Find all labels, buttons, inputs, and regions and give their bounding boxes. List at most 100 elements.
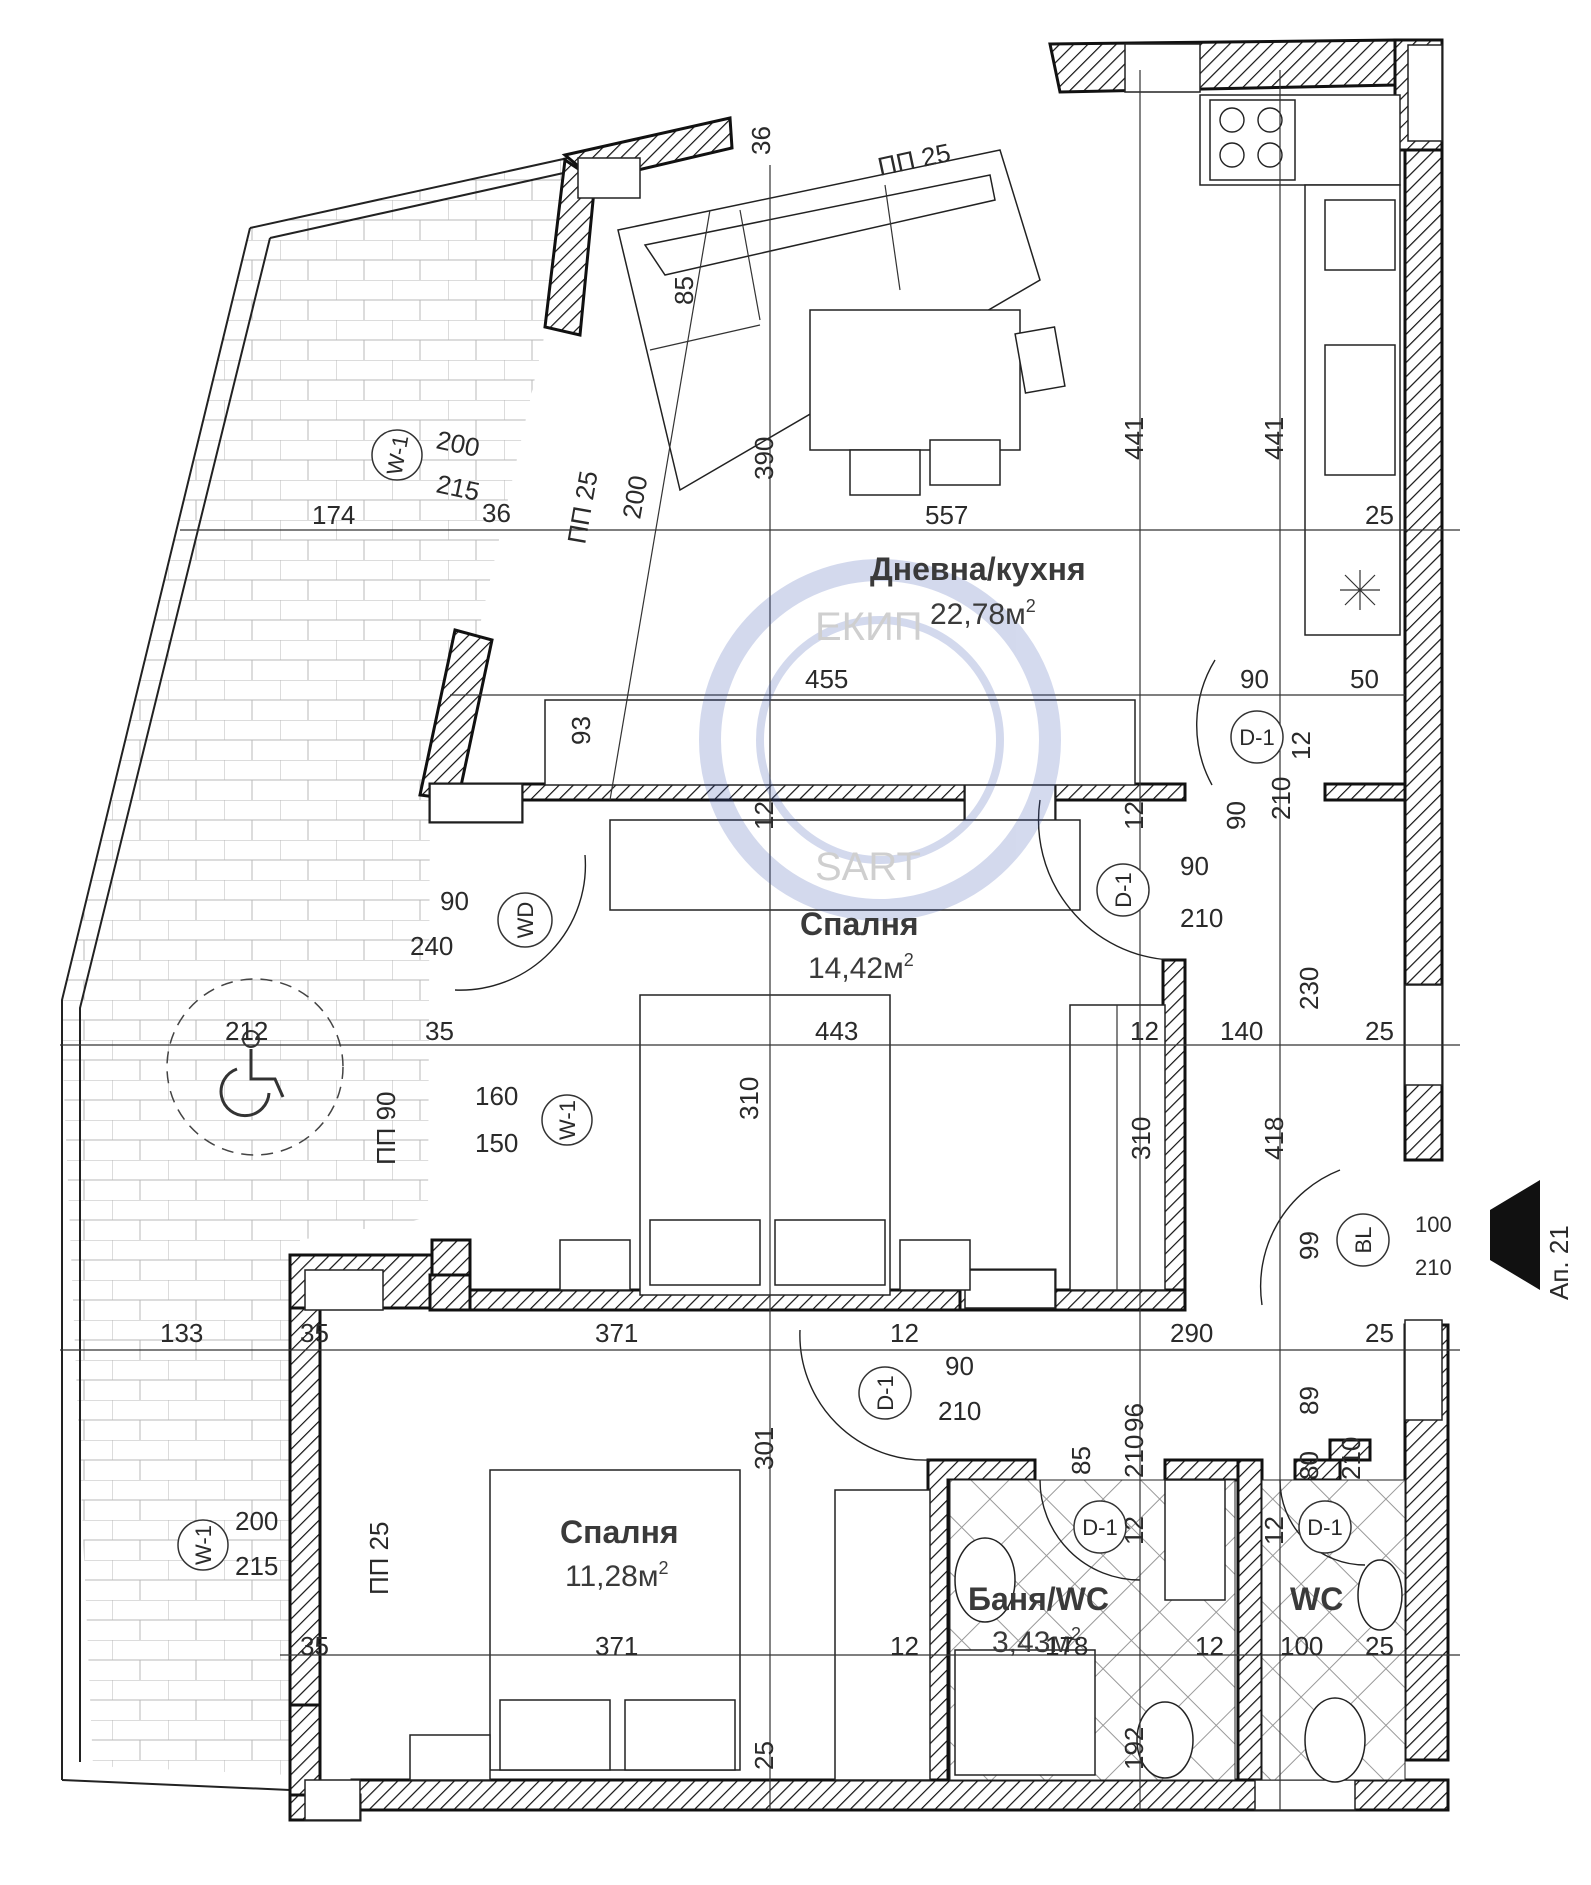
dim-240: 240 (410, 931, 453, 961)
dim-443: 443 (815, 1016, 858, 1046)
dim-230: 230 (1294, 967, 1324, 1010)
bathroom-area: 3,43м2 (992, 1624, 1081, 1659)
dim-441-a: 441 (1119, 417, 1149, 460)
dim-210-b: 210 (938, 1396, 981, 1426)
dim-35-b: 35 (300, 1318, 329, 1348)
terrace (61, 157, 575, 1791)
wardrobe-2 (834, 1489, 931, 1781)
tags: W-1 W-1 W-1 WD D-1 D-1 D-1 D-1 (177, 429, 1390, 1571)
dim-310-a: 310 (734, 1077, 764, 1120)
dim-100: 100 (1415, 1212, 1452, 1237)
columns (304, 43, 1443, 1821)
svg-text:W-1: W-1 (191, 1525, 216, 1565)
bedroom1-name: Спалня (800, 906, 919, 942)
dim-290: 290 (1170, 1318, 1213, 1348)
svg-text:D-1: D-1 (873, 1375, 898, 1410)
dim-93: 93 (566, 716, 596, 745)
dim-35-c: 35 (300, 1631, 329, 1661)
tag-d1-b: D-1 (1096, 863, 1150, 917)
dimension-texts-vertical: 441 441 390 85 200 93 12 12 12 90 210 23… (566, 276, 1366, 1770)
svg-text:D-1: D-1 (1239, 725, 1274, 750)
tag-d1-c: D-1 (858, 1366, 912, 1420)
dim-36: 36 (482, 498, 511, 528)
dim-200-v: 200 (616, 473, 653, 521)
dimension-lines (60, 70, 1460, 1810)
desk (609, 819, 1081, 911)
kitchen-counter (1199, 94, 1401, 636)
dim-418: 418 (1259, 1117, 1289, 1160)
dim-215: 215 (235, 1551, 278, 1581)
double-bed-2 (409, 1469, 741, 1781)
watermark: ЕКИП SART (699, 559, 1061, 921)
dim-200: 200 (235, 1506, 278, 1536)
dim-192: 192 (1119, 1727, 1149, 1770)
dim-90-v: 90 (1221, 801, 1251, 830)
dim-90-b: 90 (440, 886, 469, 916)
dim-301: 301 (749, 1427, 779, 1470)
dim-50: 50 (1350, 664, 1379, 694)
dim-210-v3: 210 (1336, 1437, 1366, 1480)
dim-35-a: 35 (425, 1016, 454, 1046)
dim-36-b: 36 (746, 126, 776, 155)
dim-100-b: 100 (1280, 1631, 1323, 1661)
dim-174: 174 (312, 500, 355, 530)
bathroom-name: Баня/WC (968, 1581, 1109, 1617)
dim-12-b: 12 (890, 1318, 919, 1348)
dim-371-b: 371 (595, 1631, 638, 1661)
dim-390: 390 (749, 437, 779, 480)
dimension-texts: 174 557 25 455 90 50 90 240 212 35 443 1… (160, 126, 1452, 1661)
bedroom1-area: 14,42м2 (808, 950, 914, 985)
dim-12-v5: 12 (1259, 1516, 1289, 1545)
tag-w1-top: W-1 (371, 429, 423, 481)
unit-label: Ап. 21 (1544, 1225, 1574, 1300)
svg-text:D-1: D-1 (1307, 1515, 1342, 1540)
tag-d1-d: D-1 (1073, 1500, 1127, 1554)
tag-d1-e: D-1 (1298, 1500, 1352, 1554)
dim-212: 212 (225, 1016, 268, 1046)
tag-wd: WD (497, 892, 553, 948)
tv-unit (544, 699, 1136, 786)
tag-bl: BL (1336, 1213, 1390, 1267)
dim-12-a: 12 (1130, 1016, 1159, 1046)
pp90: ПП 90 (371, 1091, 401, 1165)
dim-160: 160 (475, 1081, 518, 1111)
dim-210-v: 210 (1266, 777, 1296, 820)
dim-85-v: 85 (1066, 1446, 1096, 1475)
dim-25-v: 25 (749, 1741, 779, 1770)
tag-w1-bottom: W-1 (177, 1519, 229, 1571)
dim-310-b: 310 (1126, 1117, 1156, 1160)
turning-circle (166, 978, 344, 1156)
living-room-name: Дневна/кухня (870, 551, 1086, 587)
bedroom2-area: 11,28м2 (565, 1558, 669, 1593)
dim-178: 178 (1045, 1631, 1088, 1661)
dim-12-v4: 12 (1119, 1516, 1149, 1545)
svg-text:D-1: D-1 (1111, 872, 1136, 907)
living-room-area: 22,78м2 (930, 596, 1036, 631)
dim-25-a: 25 (1365, 500, 1394, 530)
double-bed-1 (559, 994, 971, 1296)
entry-marker: Ап. 21 (1490, 1180, 1574, 1300)
dim-99: 99 (1294, 1231, 1324, 1260)
dim-140: 140 (1220, 1016, 1263, 1046)
dim-12-v3: 12 (1286, 731, 1316, 760)
dim-25-d: 25 (1365, 1631, 1394, 1661)
dim-441-b: 441 (1259, 417, 1289, 460)
dim-89: 89 (1294, 1386, 1324, 1415)
dim-25-b: 25 (1365, 1016, 1394, 1046)
dim-210-bl: 210 (1415, 1255, 1452, 1280)
dim-96: 96 (1119, 1403, 1149, 1432)
dim-12-c: 12 (890, 1631, 919, 1661)
dim-12-v2: 12 (1119, 801, 1149, 830)
dim-12-d: 12 (1195, 1631, 1224, 1661)
dim-12-v1: 12 (749, 801, 779, 830)
svg-text:BL: BL (1351, 1227, 1376, 1254)
dim-90-c: 90 (1180, 851, 1209, 881)
dim-85: 85 (669, 276, 699, 305)
dim-25-c: 25 (1365, 1318, 1394, 1348)
tag-d1-a: D-1 (1230, 710, 1284, 764)
dim-455: 455 (805, 664, 848, 694)
dim-90-d: 90 (945, 1351, 974, 1381)
svg-text:WD: WD (513, 902, 538, 939)
dim-557: 557 (925, 500, 968, 530)
pp25-bottom: ПП 25 (364, 1521, 394, 1595)
